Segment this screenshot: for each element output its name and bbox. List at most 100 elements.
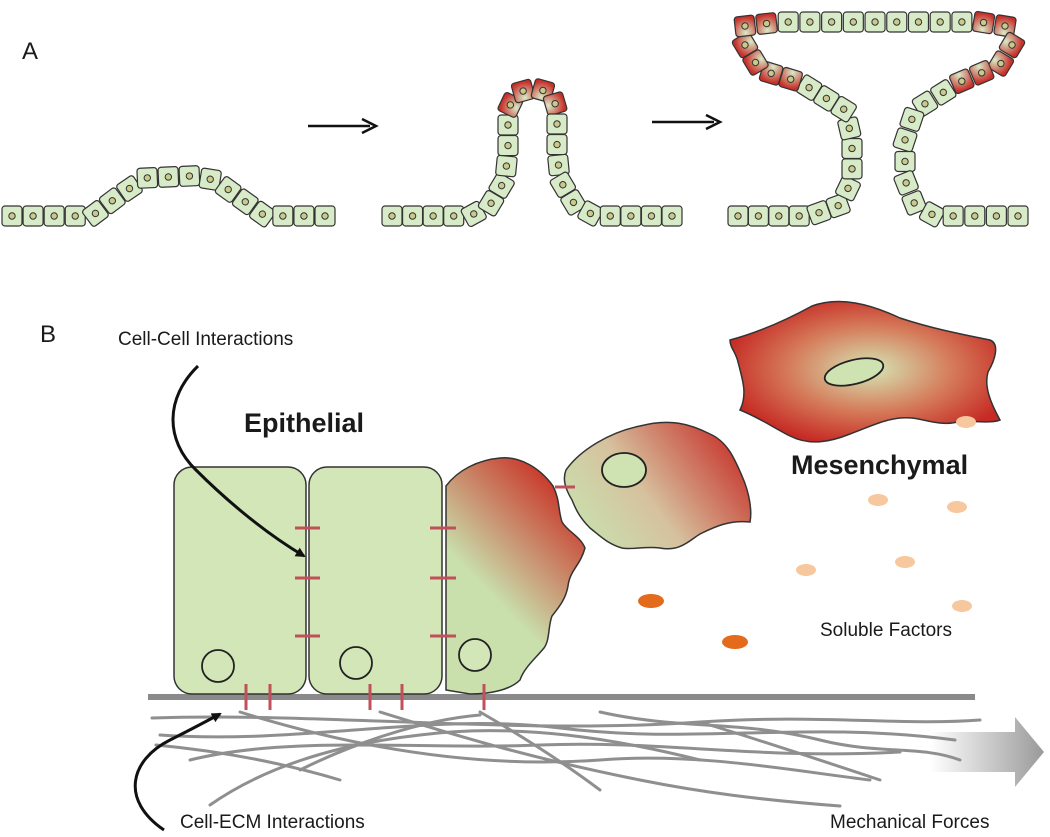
epithelial-cell	[795, 74, 823, 101]
epithelial-cell	[136, 166, 159, 189]
epithelial-cell	[422, 205, 444, 227]
transitioning-cell	[949, 68, 975, 95]
epithelial-cell	[886, 11, 908, 33]
epithelial-cell	[560, 189, 587, 216]
epithelial-cell	[546, 113, 568, 135]
epithelial-cell	[727, 205, 749, 227]
transitioning-cell	[968, 60, 995, 86]
stage-arrow-1	[308, 117, 379, 135]
epithelial-cell	[314, 205, 336, 227]
epithelial-cell	[825, 193, 851, 219]
epithelial-cell	[293, 205, 315, 227]
epithelial-cell	[911, 90, 939, 118]
epithelial-cell	[640, 205, 663, 227]
migrating-cell	[563, 421, 752, 550]
epithelial-cell	[495, 154, 518, 178]
nucleus	[601, 452, 647, 488]
transitioning-cell	[542, 91, 568, 116]
epithelial-cell-2	[308, 466, 443, 695]
epithelial-cell	[942, 205, 964, 227]
epithelial-cell	[443, 205, 465, 227]
epithelial-cell	[1, 205, 23, 227]
transitioning-cell	[998, 31, 1026, 59]
epithelial-cell	[549, 171, 577, 198]
epithelial-cell	[214, 176, 242, 203]
epithelial-cell	[806, 200, 832, 226]
epithelial-cell	[835, 175, 861, 202]
epithelial-cell	[64, 205, 86, 227]
epithelial-cell	[497, 134, 519, 157]
soluble-factors	[638, 416, 976, 649]
epithelial-cell	[892, 127, 918, 153]
nucleus	[201, 649, 235, 683]
epithelial-cell	[788, 205, 810, 227]
epithelial-cell	[488, 172, 515, 199]
ecm-fibers	[150, 710, 982, 808]
epithelial-cell	[747, 205, 770, 227]
epithelial-cell	[821, 11, 843, 33]
mechanical-force-arrow	[930, 717, 1044, 787]
cell-cell-pointer-arrow	[171, 364, 306, 558]
epithelial-cell	[907, 11, 930, 33]
panel-b-label: B	[40, 321, 57, 348]
epithelial-cell	[893, 170, 919, 196]
nucleus	[339, 646, 373, 680]
epithelial-cell	[577, 200, 604, 227]
cell-ecm-interactions-label: Cell-ECM Interactions	[180, 812, 365, 833]
epithelial-cell	[620, 205, 642, 227]
epithelial-cell	[157, 166, 180, 188]
transitioning-cell	[993, 14, 1017, 38]
epithelial-cell	[985, 205, 1007, 227]
epithelial-cell	[198, 167, 222, 191]
epithelial-cell	[231, 188, 259, 216]
nucleus	[823, 357, 885, 387]
cell-junctions	[244, 485, 575, 710]
epithelial-cell	[841, 137, 863, 160]
epithelial-cell	[401, 205, 424, 227]
epithelial-cell	[599, 205, 621, 227]
epithelial-cell	[1007, 205, 1029, 227]
panel-a-stages	[1, 10, 1029, 228]
epithelial-cell	[918, 201, 946, 228]
epithelial-cell	[864, 11, 886, 33]
epithelial-cell	[272, 205, 294, 227]
epithelial-cell	[841, 158, 863, 180]
epithelial-cell	[929, 11, 951, 33]
epithelial-cell	[777, 11, 799, 33]
epithelial-cell	[899, 106, 925, 132]
epithelial-cell	[964, 205, 986, 227]
epithelial-cell	[249, 200, 276, 228]
epithelial-cell	[951, 11, 973, 33]
transitioning-cell	[971, 10, 996, 35]
epithelial-cell	[497, 114, 519, 136]
epithelial-label: Epithelial	[244, 408, 365, 438]
epithelial-cell	[901, 190, 927, 216]
epithelial-cell	[661, 205, 683, 227]
epithelial-cell	[98, 187, 126, 215]
cell-cell-interactions-label: Cell-Cell Interactions	[118, 329, 294, 350]
epithelial-cell	[43, 205, 65, 227]
cell-ecm-pointer-arrow	[133, 712, 222, 832]
epithelial-cell	[768, 205, 790, 227]
epithelial-cell	[894, 150, 916, 173]
epithelial-cell	[799, 11, 821, 33]
epithelial-cell	[381, 205, 403, 227]
transitioning-cell	[733, 14, 757, 38]
epithelial-cell	[842, 11, 864, 33]
epithelial-cell	[178, 165, 201, 187]
transitioning-cell	[445, 457, 586, 695]
transitioning-cell	[987, 50, 1015, 77]
panel-a-label: A	[22, 38, 39, 65]
nucleus	[458, 638, 492, 672]
mesenchymal-label: Mesenchymal	[791, 450, 969, 480]
stage-arrow-2	[652, 113, 723, 131]
mechanical-forces-label: Mechanical Forces	[830, 812, 990, 833]
epithelial-cell	[22, 205, 44, 227]
epithelial-cell	[82, 200, 109, 227]
epithelial-cell-1	[173, 466, 307, 695]
epithelial-cell	[546, 133, 568, 156]
soluble-factors-label: Soluble Factors	[820, 620, 953, 641]
epithelial-cell	[830, 95, 857, 123]
epithelial-cell	[930, 79, 957, 106]
